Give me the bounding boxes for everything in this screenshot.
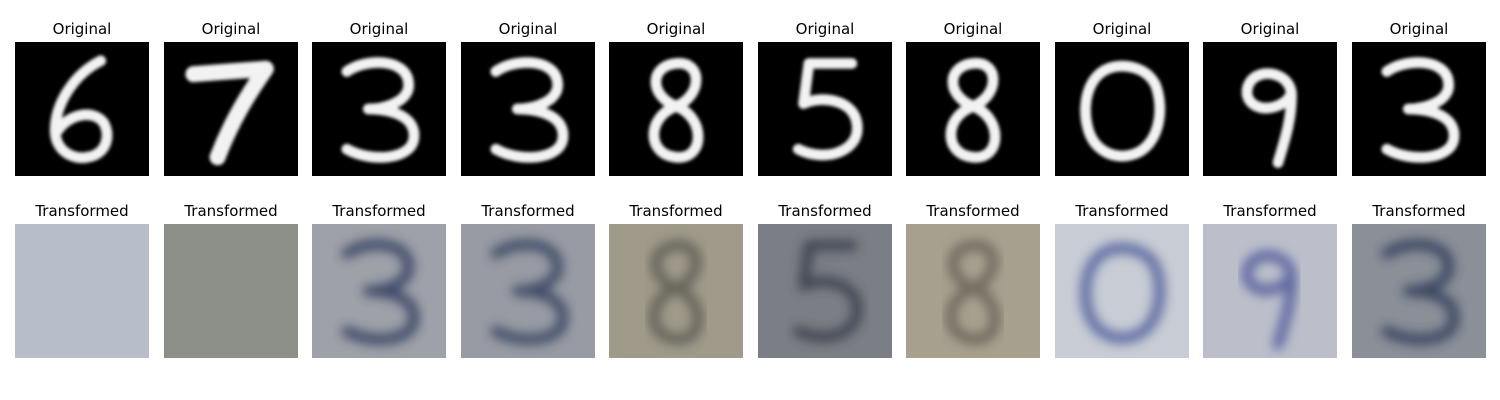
original-title-0: Original bbox=[52, 20, 112, 38]
transformed-digit-5-digit-stroke bbox=[792, 240, 863, 343]
original-digit-1-digit-stroke bbox=[185, 60, 274, 166]
transformed-title-5: Transformed bbox=[778, 202, 872, 220]
transformed-digit-8 bbox=[1203, 224, 1337, 358]
original-digit-8 bbox=[1203, 42, 1337, 176]
transformed-digit-0-image bbox=[15, 224, 149, 358]
original-digit-2-digit-stroke bbox=[341, 57, 420, 163]
original-digit-4-image bbox=[609, 42, 743, 176]
original-digit-1-image bbox=[164, 42, 298, 176]
original-digit-0-image bbox=[15, 42, 149, 176]
original-digit-0-digit-stroke bbox=[49, 55, 113, 164]
original-digit-6-image bbox=[906, 42, 1040, 176]
original-digit-5-digit-stroke bbox=[792, 58, 863, 161]
original-title-9: Original bbox=[1389, 20, 1449, 38]
original-digit-3-image bbox=[461, 42, 595, 176]
transformed-digit-9-digit-stroke bbox=[1381, 239, 1460, 345]
transformed-digit-2-image bbox=[312, 224, 446, 358]
original-title-7: Original bbox=[1092, 20, 1152, 38]
original-digit-7 bbox=[1055, 42, 1189, 176]
transformed-digit-8-image bbox=[1203, 224, 1337, 358]
original-digit-9-image bbox=[1352, 42, 1486, 176]
original-digit-2-image bbox=[312, 42, 446, 176]
transformed-digit-4-digit-stroke bbox=[648, 240, 704, 345]
transformed-digit-9-image bbox=[1352, 224, 1486, 358]
transformed-digit-6-image bbox=[906, 224, 1040, 358]
transformed-digit-5-image bbox=[758, 224, 892, 358]
transformed-digit-0 bbox=[15, 224, 149, 358]
original-digit-6-digit-stroke bbox=[945, 58, 1001, 163]
original-digit-5-image bbox=[758, 42, 892, 176]
original-digit-3-digit-stroke bbox=[490, 57, 569, 163]
transformed-title-0: Transformed bbox=[35, 202, 129, 220]
transformed-digit-7 bbox=[1055, 224, 1189, 358]
original-digit-6 bbox=[906, 42, 1040, 176]
original-title-4: Original bbox=[646, 20, 706, 38]
transformed-digit-1 bbox=[164, 224, 298, 358]
transformed-title-2: Transformed bbox=[332, 202, 426, 220]
transformed-digit-4-image bbox=[609, 224, 743, 358]
transformed-title-9: Transformed bbox=[1372, 202, 1466, 220]
transformed-title-3: Transformed bbox=[481, 202, 575, 220]
original-title-3: Original bbox=[498, 20, 558, 38]
transformed-digit-9 bbox=[1352, 224, 1486, 358]
transformed-title-6: Transformed bbox=[926, 202, 1020, 220]
original-digit-7-image bbox=[1055, 42, 1189, 176]
original-digit-5 bbox=[758, 42, 892, 176]
transformed-digit-3 bbox=[461, 224, 595, 358]
transformed-title-7: Transformed bbox=[1075, 202, 1169, 220]
original-title-5: Original bbox=[795, 20, 855, 38]
original-digit-8-digit-stroke bbox=[1241, 68, 1297, 168]
original-digit-1 bbox=[164, 42, 298, 176]
original-digit-3 bbox=[461, 42, 595, 176]
transformed-digit-4 bbox=[609, 224, 743, 358]
original-digit-1-background bbox=[164, 42, 298, 176]
transformed-digit-7-image bbox=[1055, 224, 1189, 358]
transformed-digit-6 bbox=[906, 224, 1040, 358]
transformed-title-8: Transformed bbox=[1223, 202, 1317, 220]
original-digit-9 bbox=[1352, 42, 1486, 176]
transformed-digit-2-digit-stroke bbox=[341, 239, 420, 345]
transformed-digit-1-image bbox=[164, 224, 298, 358]
transformed-digit-5 bbox=[758, 224, 892, 358]
transformed-digit-6-digit-stroke bbox=[945, 240, 1001, 345]
original-title-6: Original bbox=[943, 20, 1003, 38]
original-title-2: Original bbox=[349, 20, 409, 38]
transformed-digit-7-digit-stroke bbox=[1080, 242, 1166, 344]
original-digit-4-digit-stroke bbox=[648, 58, 704, 163]
original-digit-7-digit-stroke bbox=[1080, 60, 1166, 162]
original-digit-2 bbox=[312, 42, 446, 176]
transformed-digit-3-digit-stroke bbox=[490, 239, 569, 345]
original-digit-8-image bbox=[1203, 42, 1337, 176]
original-digit-4 bbox=[609, 42, 743, 176]
original-digit-0 bbox=[15, 42, 149, 176]
original-title-8: Original bbox=[1240, 20, 1300, 38]
transformed-title-4: Transformed bbox=[629, 202, 723, 220]
transformed-title-1: Transformed bbox=[184, 202, 278, 220]
original-title-1: Original bbox=[201, 20, 261, 38]
original-digit-9-digit-stroke bbox=[1381, 57, 1460, 163]
transformed-digit-8-digit-stroke bbox=[1241, 250, 1297, 350]
transformed-digit-2 bbox=[312, 224, 446, 358]
transformed-digit-3-image bbox=[461, 224, 595, 358]
